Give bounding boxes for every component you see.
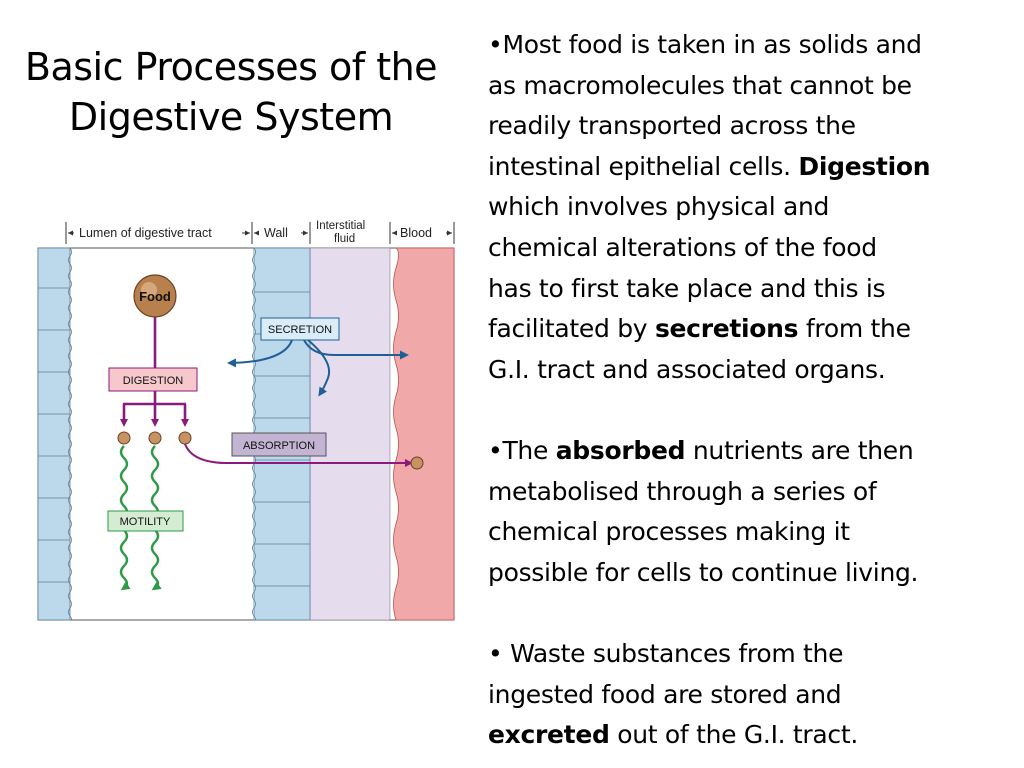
keyword-absorbed: absorbed [555,435,686,465]
digestive-process-diagram: Lumen of digestive tract Wall Interstiti… [37,220,455,621]
absorption-arrow [184,443,413,467]
keyword-digestion: Digestion [798,151,931,181]
secretion-box: SECRETION [260,317,340,341]
text-line: •Most food is taken in as solids and [488,30,922,59]
text-line: possible for cells to continue living. [488,557,919,587]
text-line: readily transported across the [488,111,856,141]
keyword-secretions: secretions [654,314,799,344]
diagram-header: Lumen of digestive tract Wall Interstiti… [65,220,455,245]
digestion-label: DIGESTION [123,375,184,387]
text-line: G.I. tract and associated organs. [488,354,886,384]
header-interstitial-label-line1: Interstitial [316,220,365,232]
food-node: Food [133,274,177,318]
header-interstitial-label-line2: fluid [334,233,355,245]
slide-title: Basic Processes of the Digestive System [0,42,462,142]
header-wall-label: Wall [264,226,288,240]
secretion-arrows [227,339,409,397]
bullet-absorption: •The absorbed nutrients are then metabol… [488,431,1008,593]
text-line: as macromolecules that cannot be [488,70,912,100]
bullet-digestion: •Most food is taken in as solids and as … [488,25,1008,390]
slide-title-line-1: Basic Processes of the [24,45,438,89]
text-line: has to first take place and this is [488,273,886,303]
digestion-box: DIGESTION [108,367,198,392]
text-line: chemical processes making it [488,517,850,547]
text-line: intestinal epithelial cells. Digestion [488,151,931,181]
slide-title-line-2: Digestive System [68,95,394,139]
header-blood-label: Blood [400,226,432,240]
absorption-label: ABSORPTION [243,440,315,452]
left-wall-cells [37,247,72,621]
text-line: •The absorbed nutrients are then [488,435,914,465]
slide-body-text: •Most food is taken in as solids and as … [488,25,1008,756]
text-line: facilitated by secretions from the [488,314,911,344]
keyword-excreted: excreted [488,720,610,750]
secretion-label: SECRETION [268,324,332,336]
text-line: which involves physical and [488,192,830,222]
nutrient-particles [117,431,192,445]
text-line: • Waste substances from the [488,638,844,668]
text-line: metabolised through a series of [488,476,877,506]
digestion-split-arrows [120,391,189,427]
absorption-box: ABSORPTION [231,432,327,457]
motility-box: MOTILITY [107,510,184,532]
text-line: chemical alterations of the food [488,232,877,262]
blood-vessel-region [393,247,455,621]
bullet-excretion: • Waste substances from the ingested foo… [488,634,1008,756]
text-line: excreted out of the G.I. tract. [488,720,859,750]
text-line: ingested food are stored and [488,679,842,709]
motility-label: MOTILITY [120,516,171,528]
header-lumen-label: Lumen of digestive tract [79,226,212,240]
food-label: Food [139,289,171,304]
absorbed-nutrient-in-blood [410,456,424,470]
